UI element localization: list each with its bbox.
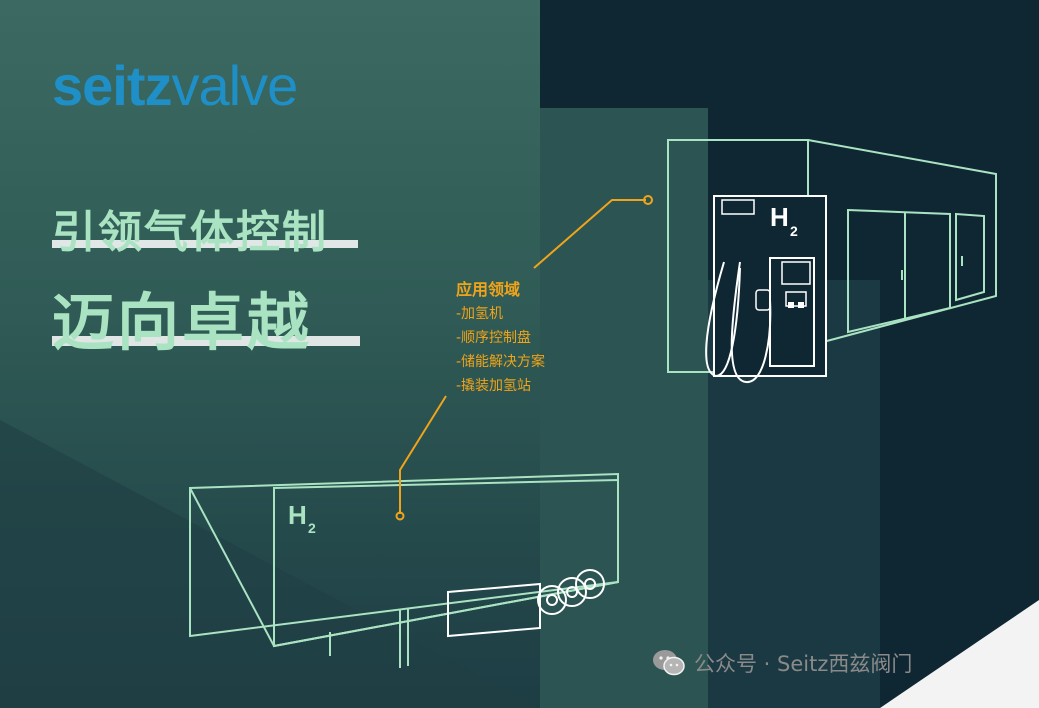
svg-text:2: 2 xyxy=(308,520,316,536)
callout-title: 应用领域 xyxy=(456,280,521,299)
dispenser-h2-label: H xyxy=(770,202,789,232)
hydrogen-dispenser xyxy=(705,195,827,384)
trailer-h2-label: H xyxy=(288,500,307,530)
callout-list: -加氢机 -顺序控制盘 -储能解决方案 -撬装加氢站 xyxy=(456,302,545,398)
headline-line-1: 引领气体控制 xyxy=(52,207,328,258)
corner-shape xyxy=(880,600,1039,708)
logo-thin-text: valve xyxy=(171,54,299,117)
callout-item: -顺序控制盘 xyxy=(456,330,532,346)
application-callout: 应用领域 -加氢机 -顺序控制盘 -储能解决方案 -撬装加氢站 xyxy=(456,278,545,398)
seitzvalve-logo: seitzvalve xyxy=(52,58,298,114)
callout-item: -加氢机 xyxy=(456,306,504,322)
callout-item: -储能解决方案 xyxy=(456,354,546,370)
callout-item: -撬装加氢站 xyxy=(456,378,532,394)
logo-bold-text: seitz xyxy=(52,54,172,117)
teal-plane xyxy=(540,108,708,708)
callout-leaders xyxy=(395,195,653,521)
svg-text:2: 2 xyxy=(790,223,798,239)
headline-underline-1 xyxy=(52,240,358,248)
headline-underline-2 xyxy=(52,336,360,346)
watermark: 公众号 · Seitz西兹阀门 xyxy=(652,648,912,678)
mid-plane xyxy=(708,280,880,708)
floor-shade xyxy=(0,420,540,708)
station-building xyxy=(667,139,997,373)
tube-trailer xyxy=(189,472,619,668)
wechat-icon xyxy=(653,650,685,676)
watermark-text: 公众号 · Seitz西兹阀门 xyxy=(694,652,913,676)
headline-line-2: 迈向卓越 xyxy=(52,286,313,359)
